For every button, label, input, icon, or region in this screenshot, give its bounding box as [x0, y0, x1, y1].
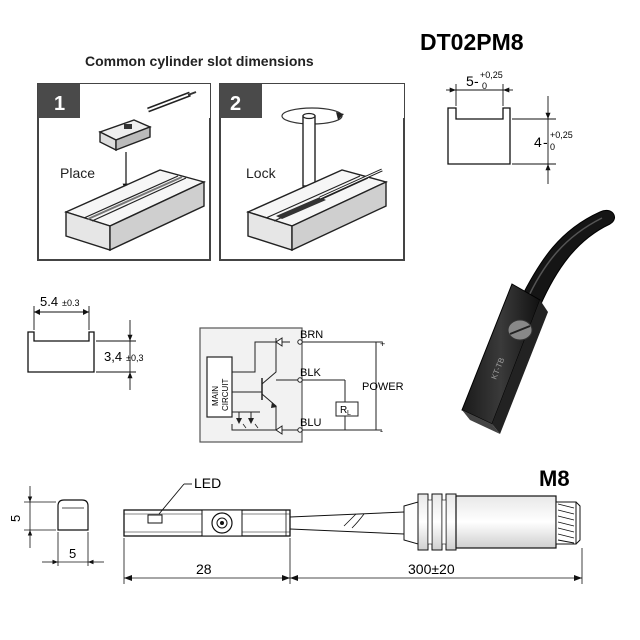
slot-top-width-minus: - — [474, 73, 479, 89]
slot-top-width-base: 5 — [466, 73, 474, 89]
step-1-caption: Place — [60, 165, 95, 181]
wire-blk-label: BLK — [300, 367, 321, 379]
main-circuit-block — [206, 356, 233, 418]
sensor-dimension-drawing: M8 5 5 — [8, 466, 583, 584]
connector-thread — [555, 501, 577, 545]
step-1-sensor-illustration — [98, 91, 197, 152]
step-1-panel: 1 Place — [37, 83, 211, 261]
slot-left-width-base: 5.4 — [40, 294, 58, 309]
main-circuit-label-line1: MAIN — [211, 386, 220, 406]
sensor-cable — [289, 511, 405, 535]
connector-label: M8 — [539, 466, 570, 491]
end-view-width-dim: 5 — [69, 546, 76, 561]
slot-left-width-tol: ±0.3 — [62, 298, 79, 308]
step-2-caption: Lock — [246, 165, 277, 181]
slot-top-depth-tol-lower: 0 — [550, 142, 555, 152]
led-label: LED — [194, 475, 221, 491]
slot-left-depth-tol: ±0,3 — [126, 353, 143, 363]
m8-connector — [403, 493, 581, 551]
slot-top-width-tol-upper: +0,25 — [480, 70, 503, 80]
power-minus: - — [380, 426, 383, 436]
sensor-product-photo: KT-TB — [461, 210, 615, 434]
step-2-panel: 2 Lock — [219, 83, 405, 261]
wire-blu-label: BLU — [300, 417, 321, 429]
slot-top-depth-base: 4 — [534, 134, 542, 150]
load-resistor — [335, 401, 359, 417]
power-plus: + — [380, 339, 385, 349]
slot-profile-left: 5.4 ±0.3 3,4 ±0,3 — [27, 294, 143, 390]
step-2-slot-block — [246, 168, 389, 252]
slot-section-title: Common cylinder slot dimensions — [85, 53, 314, 69]
wire-brn-label: BRN — [300, 329, 323, 341]
slot-installation-section: Common cylinder slot dimensions 1 Place — [37, 53, 405, 261]
led-window — [147, 514, 163, 524]
slot-top-depth-minus: - — [543, 134, 548, 150]
step-1-slot-block — [64, 169, 207, 252]
sensor-side-view: LED — [123, 475, 291, 537]
body-length-dim: 28 — [196, 561, 212, 577]
power-label: POWER — [362, 381, 404, 393]
load-resistor-label: R — [340, 405, 347, 416]
sensor-end-view: 5 5 — [8, 486, 104, 566]
length-dimensions: 28 300±20 — [123, 538, 583, 584]
slot-top-depth-tol-upper: +0,25 — [550, 130, 573, 140]
model-title: DT02PM8 — [420, 29, 524, 55]
end-view-height-dim: 5 — [8, 515, 23, 522]
load-resistor-sub: L — [347, 410, 351, 417]
step-1-number: 1 — [54, 93, 65, 115]
main-circuit-label-line2: CIRCUIT — [221, 378, 230, 411]
slot-top-width-tol-lower: 0 — [482, 81, 487, 91]
slot-left-depth-base: 3,4 — [104, 349, 122, 364]
slot-profile-top: 5 - +0,25 0 4 - +0,25 0 — [446, 70, 573, 184]
cable-length-dim: 300±20 — [408, 561, 455, 577]
circuit-diagram: MAIN CIRCUIT BRN BLK BLU R L — [199, 327, 404, 443]
step-2-number: 2 — [230, 93, 241, 115]
